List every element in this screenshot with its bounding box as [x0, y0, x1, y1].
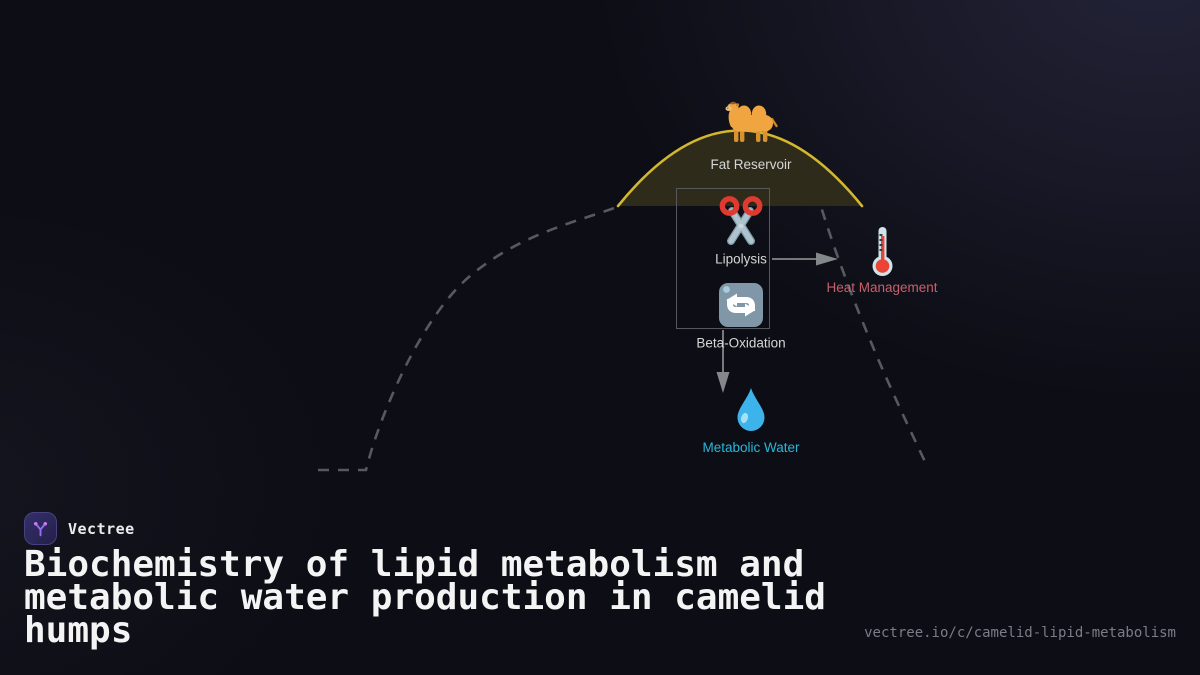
- metabolic-water-label: Metabolic Water: [702, 440, 800, 455]
- scissors-icon: [719, 196, 763, 245]
- hump-outline-curve: [318, 132, 930, 472]
- brand-row: Vectree: [24, 512, 135, 545]
- beta-oxidation-label: Beta-Oxidation: [696, 336, 785, 351]
- fat-reservoir-label: Fat Reservoir: [710, 157, 792, 172]
- process-group-box: [676, 188, 770, 329]
- brand-name: Vectree: [68, 519, 135, 538]
- edge-betaoxidation-water: [716, 330, 730, 393]
- camelid-metabolism-diagram: Fat Reservoir Lipolysis Beta-Oxidation H…: [318, 101, 938, 472]
- arrowhead-down-icon: [716, 372, 730, 393]
- lipolysis-label: Lipolysis: [715, 252, 767, 267]
- counterclockwise-arrows-icon: [719, 283, 763, 327]
- droplet-icon: [737, 388, 765, 431]
- heat-management-label: Heat Management: [826, 280, 937, 295]
- camel-icon: [725, 101, 778, 142]
- thermometer-icon: [872, 227, 893, 276]
- edge-lipolysis-heat: [772, 252, 838, 266]
- vectree-logo-icon: [24, 512, 57, 545]
- page-url: vectree.io/c/camelid-lipid-metabolism: [864, 625, 1176, 641]
- arrowhead-right-icon: [816, 252, 838, 266]
- page-title: Biochemistry of lipid metabolism and met…: [24, 544, 826, 651]
